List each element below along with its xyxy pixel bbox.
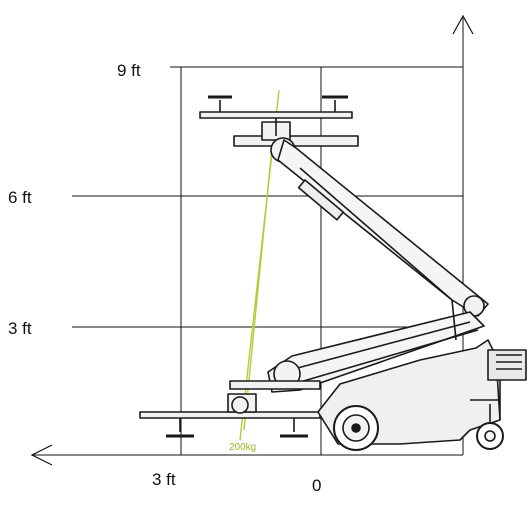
label-3ft-height: 3 ft [8, 319, 32, 338]
load-label: 200kg [229, 442, 256, 453]
label-6ft: 6 ft [8, 188, 32, 207]
raised-vacuum-plate [199, 95, 359, 163]
lowered-vacuum-plate [139, 380, 321, 438]
front-wheel [333, 405, 379, 451]
arrow-up-icon [452, 14, 474, 35]
rear-caster-wheel [476, 404, 504, 450]
label-3ft-reach: 3 ft [152, 470, 176, 489]
boom-arm [277, 139, 489, 317]
arrow-left-icon [30, 444, 53, 466]
label-origin: 0 [312, 476, 321, 495]
lift-machine [139, 95, 527, 451]
label-9ft: 9 ft [117, 61, 141, 80]
